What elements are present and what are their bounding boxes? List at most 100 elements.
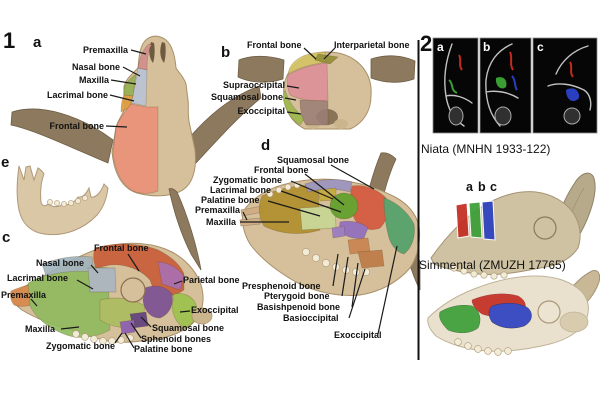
panel-c-label-maxilla: Maxilla [25, 324, 56, 334]
ct-skull-outline [547, 83, 592, 111]
ct-panel-a-letter: a [437, 40, 444, 54]
panel-c-lacrimal-region [87, 267, 117, 293]
panel-c-label-palatine: Palatine bone [134, 344, 193, 354]
ct-green-structure [448, 79, 458, 94]
leader-line [286, 85, 300, 89]
tooth [284, 183, 292, 191]
panel-b-label-interparietal: Interparietal bone [334, 40, 410, 50]
leader-line [110, 79, 137, 85]
panel-a-label-premaxilla: Premaxilla [82, 45, 128, 55]
panel-a-nasal-region [130, 67, 148, 107]
panel-e-mandible-illustration [16, 165, 109, 236]
panel-d-label-frontal: Frontal bone [254, 165, 309, 175]
orbit [120, 277, 146, 303]
panel-c-squamosal-region [142, 285, 173, 319]
panel-d-label-zygomatic: Zygomatic bone [213, 175, 283, 185]
ct-green-structure [495, 77, 507, 89]
panel-b-label-squamosal: Squamosal bone [210, 92, 283, 102]
mandible-tooth [82, 195, 88, 201]
occiput [559, 311, 589, 333]
leader-line [267, 200, 321, 217]
niata-mark-b: b [478, 180, 486, 194]
nasal-opening [160, 42, 166, 63]
ct-blue-structure [566, 88, 580, 102]
leader-line [377, 245, 398, 335]
niata-caption: Niata (MNHN 1933-122) [421, 142, 551, 156]
leader-line [330, 164, 375, 190]
mandible-tooth [54, 200, 60, 206]
leader-line [323, 47, 336, 60]
ct-red-structure [458, 54, 463, 71]
ct-skull-outline [445, 94, 473, 104]
tooth [500, 271, 508, 279]
ct-red-structure [509, 51, 514, 71]
leader-line [290, 180, 334, 200]
panel-a-label-frontal: Frontal bone [49, 121, 105, 131]
panel-b-label-supraoccipital: Supraoccipital [222, 80, 285, 90]
mandible-tooth [75, 198, 81, 204]
tooth [72, 330, 80, 338]
left-horn [237, 55, 285, 83]
leader-line [351, 262, 359, 308]
leader-line [130, 49, 147, 55]
tooth [480, 271, 488, 279]
simmental-region-green [439, 305, 481, 333]
leader-line [30, 298, 38, 307]
ct-section-blob [494, 106, 512, 126]
ct-panel-c [532, 37, 598, 134]
leader-line [130, 322, 142, 339]
panel-b-skull-illustration [237, 51, 416, 130]
panel-c-label-squamosal: Squamosal bone [152, 323, 225, 333]
panel-d-letter: d [261, 137, 271, 154]
ct-panel-b [479, 37, 532, 134]
ct-panel-b-letter: b [483, 40, 491, 54]
leader-line [122, 66, 141, 77]
ct-section-blob [448, 106, 464, 126]
mandible-tooth [68, 200, 74, 206]
panel-b-label-frontal: Frontal bone [247, 40, 302, 50]
ct-section-blob [563, 107, 581, 125]
panel-a-skull-illustration [10, 35, 262, 197]
tooth [484, 347, 492, 355]
panel-d-label-basisphenoid: Basishpenoid bone [257, 302, 341, 312]
panel-d-label-lacrimal: Lacrimal bone [210, 185, 272, 195]
leader-line [348, 268, 366, 319]
tooth [450, 264, 458, 272]
tooth [302, 248, 310, 256]
nasal-opening [149, 42, 155, 63]
tooth [460, 267, 468, 275]
leader-line [304, 173, 345, 206]
niata-skull-illustration [430, 172, 596, 280]
right-horn [188, 85, 262, 164]
panel-c-label-zygomatic: Zygomatic bone [46, 341, 116, 351]
left-horn [10, 108, 114, 164]
panel-c-label-premaxilla: Premaxilla [1, 290, 47, 300]
simmental-region-blue [488, 303, 532, 329]
leader-line [284, 97, 297, 101]
leader-line [242, 211, 248, 221]
leader-line [140, 316, 152, 328]
orbit [533, 216, 557, 240]
mandible-tooth [61, 201, 67, 207]
leader-line [105, 125, 128, 128]
tooth [90, 335, 98, 343]
ct-skull-outline [485, 43, 513, 127]
panel-b-letter: b [221, 44, 231, 61]
tooth [275, 186, 283, 194]
tooth [494, 348, 502, 356]
tooth [464, 342, 472, 350]
leader-line [60, 326, 80, 330]
tooth [454, 338, 462, 346]
horn [168, 188, 202, 271]
panel-d-label-squamosal: Squamosal bone [277, 155, 350, 165]
leader-line [109, 94, 135, 102]
panel-d-exoccipital-region [383, 197, 415, 255]
tooth [99, 337, 107, 345]
section-2-number: 2 [420, 31, 433, 56]
simmental-skull-illustration [427, 270, 600, 356]
panel-c-label-sphenoid: Sphenoid bones [141, 334, 212, 344]
leader-line [124, 332, 135, 349]
leader-line [90, 264, 99, 274]
panel-b-exoccipital-region [299, 99, 329, 126]
